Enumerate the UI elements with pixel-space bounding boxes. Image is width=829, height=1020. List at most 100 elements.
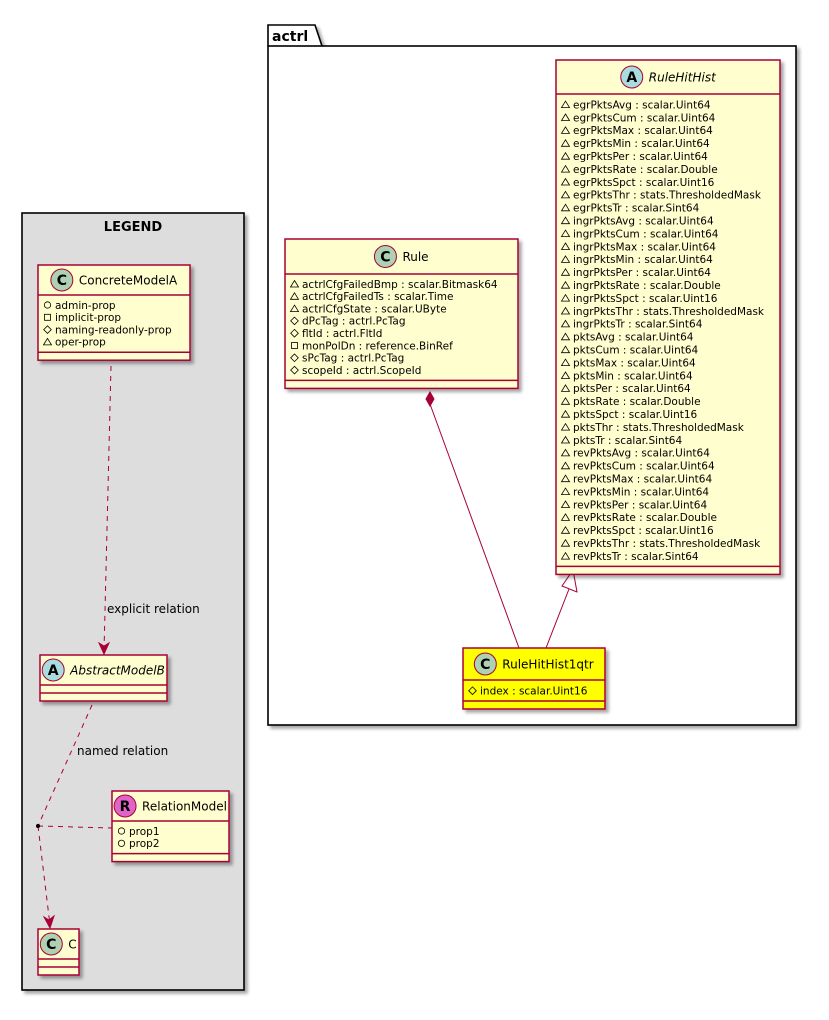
package-visibility-icon — [560, 551, 571, 560]
package-visibility-icon — [289, 304, 300, 313]
package-visibility-icon — [560, 358, 571, 367]
stereotype-c-icon — [473, 652, 497, 676]
stereotype-letter: A — [48, 663, 59, 679]
class-attribute: monPolDn : reference.BinRef — [302, 340, 453, 352]
package-visibility-icon — [560, 280, 571, 289]
private-visibility-icon — [44, 313, 51, 321]
class-attribute: fltId : actrl.FltId — [302, 328, 382, 340]
package-visibility-icon — [560, 500, 571, 508]
class-attribute: pktsCum : scalar.Uint64 — [573, 345, 699, 357]
package-visibility-icon — [560, 384, 571, 392]
class-attribute: pktsMin : scalar.Uint64 — [573, 370, 693, 382]
class-attribute: scopeId : actrl.ScopeId — [302, 365, 421, 377]
class-attribute: actrlCfgFailedTs : scalar.Time — [302, 291, 454, 303]
stereotype-c-icon — [50, 268, 74, 292]
class-attribute: revPktsTr : scalar.Sint64 — [573, 551, 699, 563]
class-name: ConcreteModelA — [79, 274, 178, 288]
class-attribute: pktsThr : stats.ThresholdedMask — [573, 422, 745, 434]
package-visibility-icon — [560, 126, 571, 134]
class-attribute: prop2 — [129, 838, 160, 850]
stereotype-a-icon — [41, 658, 65, 682]
class-attribute: revPktsMin : scalar.Uint64 — [573, 486, 709, 498]
package-visibility-icon — [560, 397, 571, 405]
package-visibility-icon — [560, 255, 571, 263]
class-attribute: prop1 — [129, 826, 160, 838]
class-attribute: revPktsMax : scalar.Uint64 — [573, 474, 712, 486]
class-attribute: egrPktsThr : stats.ThresholdedMask — [573, 190, 762, 202]
protected-visibility-icon — [290, 365, 299, 375]
package-visibility-icon — [560, 306, 571, 315]
class-name: RuleHitHist1qtr — [502, 658, 593, 672]
stereotype-letter: C — [57, 273, 67, 289]
class-attribute: revPktsPer : scalar.Uint64 — [573, 499, 707, 511]
package-visibility-icon — [560, 216, 571, 225]
class-attribute: implicit-prop — [55, 312, 121, 324]
class-attribute: sPcTag : actrl.PcTag — [302, 353, 404, 365]
stereotype-c-icon — [373, 245, 397, 268]
class-attribute: dPcTag : actrl.PcTag — [302, 316, 406, 328]
package-visibility-icon — [560, 268, 571, 276]
public-visibility-icon — [43, 301, 52, 309]
package-visibility-icon — [560, 190, 571, 199]
package-visibility-icon — [560, 448, 571, 457]
package-visibility-icon — [560, 422, 571, 431]
public-visibility-icon — [117, 827, 126, 835]
protected-visibility-icon — [290, 353, 299, 363]
class-attribute: ingrPktsSpct : scalar.Uint16 — [573, 293, 718, 305]
package-title: actrl — [272, 29, 308, 45]
class-attribute: egrPktsMax : scalar.Uint64 — [573, 125, 713, 137]
class-attribute: egrPktsCum : scalar.Uint64 — [573, 112, 716, 124]
class-attribute: egrPktsSpct : scalar.Uint16 — [573, 177, 715, 189]
class-attribute: ingrPktsCum : scalar.Uint64 — [573, 228, 719, 240]
class-attribute: ingrPktsThr : stats.ThresholdedMask — [573, 306, 765, 318]
class-attribute: pktsMax : scalar.Uint64 — [573, 357, 696, 369]
package-visibility-icon — [289, 279, 300, 288]
stereotype-letter: C — [46, 937, 56, 953]
protected-visibility-icon — [43, 325, 52, 334]
package-visibility-icon — [560, 293, 571, 302]
package-visibility-icon — [560, 435, 571, 444]
class-attribute: egrPktsPer : scalar.Uint64 — [573, 151, 708, 163]
class-attribute: actrlCfgState : scalar.UByte — [302, 303, 447, 315]
class-attribute: revPktsAvg : scalar.Uint64 — [573, 448, 710, 460]
package-visibility-icon — [560, 409, 571, 418]
relation-named: named relation — [36, 704, 168, 930]
class-attribute: pktsTr : scalar.Sint64 — [573, 435, 682, 447]
package-visibility-icon — [560, 474, 571, 483]
relation-explicit-label: explicit relation — [107, 602, 200, 616]
inheritance-rulehithist1qtr-to-rulehithist — [545, 568, 578, 649]
stereotype-letter: C — [380, 250, 390, 266]
package-visibility-icon — [560, 371, 571, 379]
composition-rule-to-rulehithist1qtr — [425, 390, 520, 649]
stereotype-a-icon — [620, 65, 644, 89]
package-visibility-icon — [560, 151, 571, 160]
package-visibility-icon — [560, 113, 571, 121]
class-attribute: oper-prop — [55, 337, 106, 349]
class-attribute: revPktsSpct : scalar.Uint16 — [573, 525, 714, 537]
legend-title: LEGEND — [104, 220, 163, 235]
stereotype-r-icon — [113, 794, 137, 818]
package-visibility-icon — [560, 461, 571, 470]
class-attribute: ingrPktsRate : scalar.Double — [573, 280, 721, 292]
package-visibility-icon — [560, 538, 571, 547]
class-attribute: pktsAvg : scalar.Uint64 — [573, 332, 694, 344]
class-attribute: egrPktsAvg : scalar.Uint64 — [573, 99, 711, 111]
class-attribute: egrPktsTr : scalar.Sint64 — [573, 203, 700, 215]
class-name: RuleHitHist — [649, 71, 717, 85]
private-visibility-icon — [291, 342, 298, 349]
relation-named-label: named relation — [77, 744, 168, 758]
package-visibility-icon — [42, 337, 53, 346]
class-attribute: naming-readonly-prop — [55, 324, 172, 336]
package-visibility-icon — [560, 513, 571, 521]
class-attribute: index : scalar.Uint16 — [480, 686, 588, 698]
class-attribute: pktsRate : scalar.Double — [573, 396, 701, 408]
